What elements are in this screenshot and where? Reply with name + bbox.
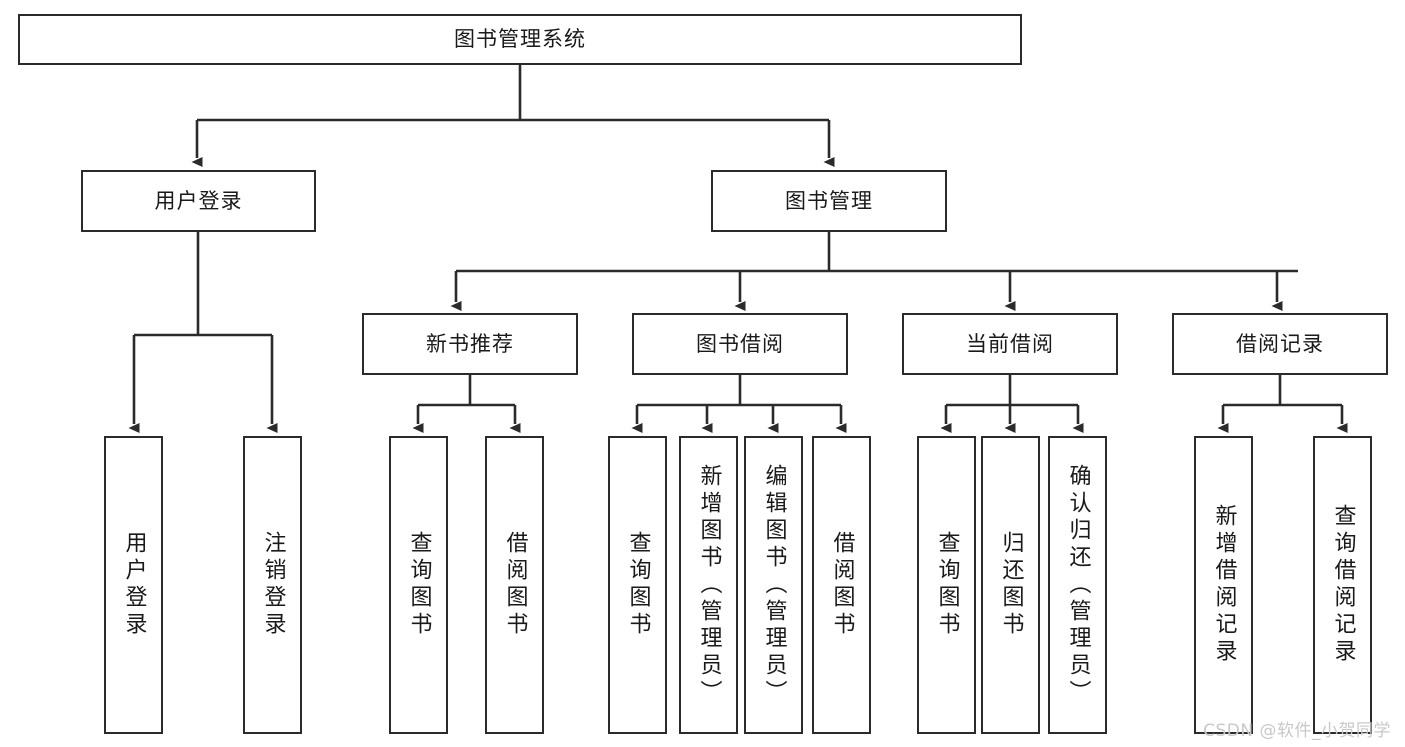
node-book-manage[interactable]: 图书管理 xyxy=(711,170,947,232)
node-label: 编辑图书（管理员） xyxy=(761,463,787,707)
node-label: 归还图书 xyxy=(998,531,1024,639)
node-new-book-recommend[interactable]: 新书推荐 xyxy=(362,313,578,375)
node-leaf-return-book[interactable]: 归还图书 xyxy=(981,436,1040,734)
node-label: 借阅图书 xyxy=(829,531,855,639)
node-label: 查询图书 xyxy=(934,531,960,639)
node-label: 用户登录 xyxy=(121,531,147,639)
node-label: 用户登录 xyxy=(154,188,243,213)
node-borrow-record[interactable]: 借阅记录 xyxy=(1172,313,1388,375)
node-label: 借阅图书 xyxy=(502,531,528,639)
node-label: 注销登录 xyxy=(260,531,286,639)
node-leaf-borrow-book[interactable]: 借阅图书 xyxy=(812,436,871,734)
node-leaf-query-borrow-record[interactable]: 查询借阅记录 xyxy=(1313,436,1372,734)
node-label: 图书借阅 xyxy=(696,331,784,356)
node-leaf-logout-login[interactable]: 注销登录 xyxy=(243,436,302,734)
node-leaf-add-borrow-record[interactable]: 新增借阅记录 xyxy=(1194,436,1253,734)
node-leaf-add-book[interactable]: 新增图书（管理员） xyxy=(679,436,738,734)
node-leaf-confirm-return[interactable]: 确认归还（管理员） xyxy=(1048,436,1107,734)
node-label: 查询借阅记录 xyxy=(1330,504,1356,666)
node-label: 借阅记录 xyxy=(1236,331,1324,356)
node-label: 图书管理系统 xyxy=(454,27,586,52)
csdn-watermark: CSDN @软件_小贺同学 xyxy=(1203,721,1391,741)
node-leaf-query-book-current[interactable]: 查询图书 xyxy=(917,436,976,734)
node-label: 新增图书（管理员） xyxy=(696,463,722,707)
node-label: 新书推荐 xyxy=(426,331,514,356)
node-leaf-edit-book[interactable]: 编辑图书（管理员） xyxy=(744,436,803,734)
node-leaf-query-book-borrow[interactable]: 查询图书 xyxy=(608,436,667,734)
node-label: 当前借阅 xyxy=(966,331,1054,356)
node-book-borrow[interactable]: 图书借阅 xyxy=(632,313,848,375)
node-label: 图书管理 xyxy=(785,188,873,213)
node-current-borrow[interactable]: 当前借阅 xyxy=(902,313,1118,375)
node-user-login[interactable]: 用户登录 xyxy=(81,170,316,232)
node-leaf-user-login[interactable]: 用户登录 xyxy=(104,436,163,734)
node-label: 查询图书 xyxy=(406,531,432,639)
node-root-book-management-system[interactable]: 图书管理系统 xyxy=(18,14,1022,65)
node-label: 查询图书 xyxy=(625,531,651,639)
node-label: 确认归还（管理员） xyxy=(1065,463,1091,707)
node-leaf-borrow-book-recommend[interactable]: 借阅图书 xyxy=(485,436,544,734)
node-label: 新增借阅记录 xyxy=(1211,504,1237,666)
node-leaf-query-book-recommend[interactable]: 查询图书 xyxy=(389,436,448,734)
